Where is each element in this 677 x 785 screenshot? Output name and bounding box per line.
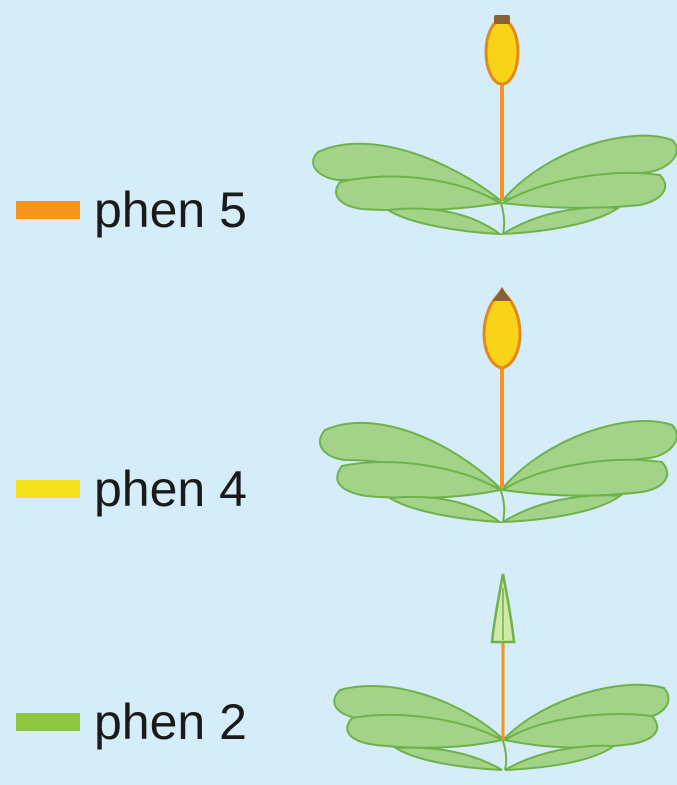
leaf-rosette-phen5 — [313, 136, 677, 234]
plant-phen5 — [313, 15, 677, 234]
plant-phen2 — [334, 574, 668, 770]
capsule-tip-phen4 — [493, 287, 511, 301]
plant-phen4 — [320, 287, 677, 522]
capsule-phen4 — [484, 292, 520, 368]
capsule-phen5 — [486, 20, 518, 84]
leaf-rosette-phen4 — [320, 421, 677, 522]
leaf-rosette-phen2 — [334, 685, 668, 770]
capsule-lid-phen5 — [494, 15, 510, 24]
